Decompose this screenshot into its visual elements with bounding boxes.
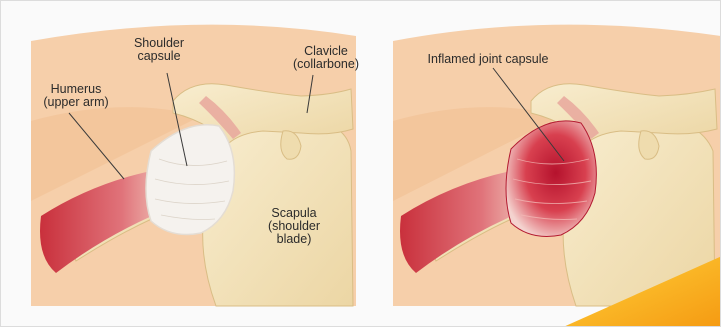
inflamed-capsule-label-text: Inflamed joint capsule [413,53,563,66]
clavicle-label-line2: (collarbone) [281,58,371,71]
humerus-label: Humerus (upper arm) [35,83,117,109]
shoulder-capsule-label-line2: capsule [123,50,195,63]
inflamed-capsule-label: Inflamed joint capsule [413,53,563,66]
shoulder-capsule-label: Shoulder capsule [123,37,195,63]
clavicle-label: Clavicle (collarbone) [281,45,371,71]
right-shoulder [393,25,721,306]
scapula-label-line3: blade) [259,233,329,246]
humerus-label-line2: (upper arm) [35,96,117,109]
scapula-label: Scapula (shoulder blade) [259,207,329,246]
